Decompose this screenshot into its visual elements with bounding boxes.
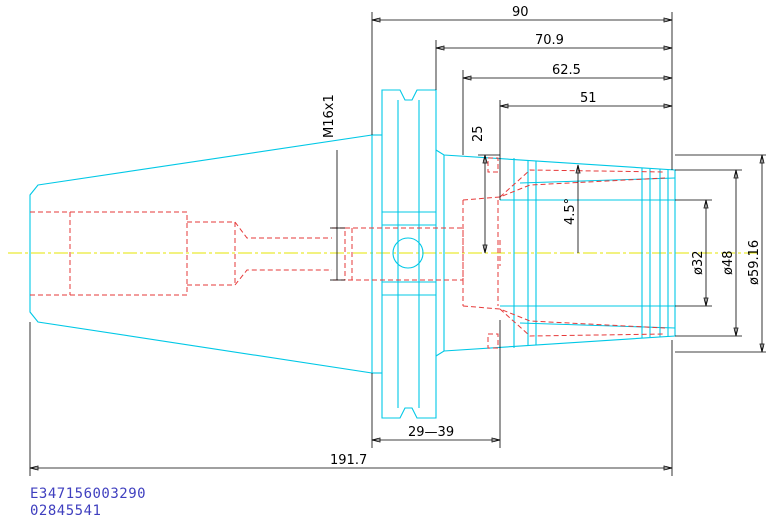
dim-text-70-9: 70.9 (535, 33, 564, 48)
hidden-lines (30, 157, 666, 349)
holder-outline (29, 89, 676, 419)
flange (381, 89, 437, 419)
dim-text-dia59: ø59.16 (747, 240, 762, 285)
taper-shank (29, 134, 373, 374)
dim-text-dia32: ø32 (691, 251, 706, 276)
thread-bore (332, 227, 346, 281)
dim-text-angle: 4.5° (563, 198, 578, 225)
collet-bore (462, 177, 666, 201)
dim-text-51: 51 (580, 91, 597, 106)
dim-text-thread: M16x1 (322, 94, 337, 138)
dim-text-25: 25 (471, 125, 486, 142)
dim-text-62-5: 62.5 (552, 63, 581, 78)
order-code: 02845541 (30, 503, 102, 519)
part-code: E347156003290 (30, 486, 147, 502)
dim-text-90: 90 (512, 5, 529, 20)
dim-text-range: 29—39 (408, 425, 454, 440)
dim-text-dia48: ø48 (721, 251, 736, 276)
drive-slot-hole (392, 237, 424, 269)
dim-text-total: 191.7 (330, 453, 367, 468)
dimension-geometry (29, 12, 766, 476)
nose-body (435, 149, 676, 357)
